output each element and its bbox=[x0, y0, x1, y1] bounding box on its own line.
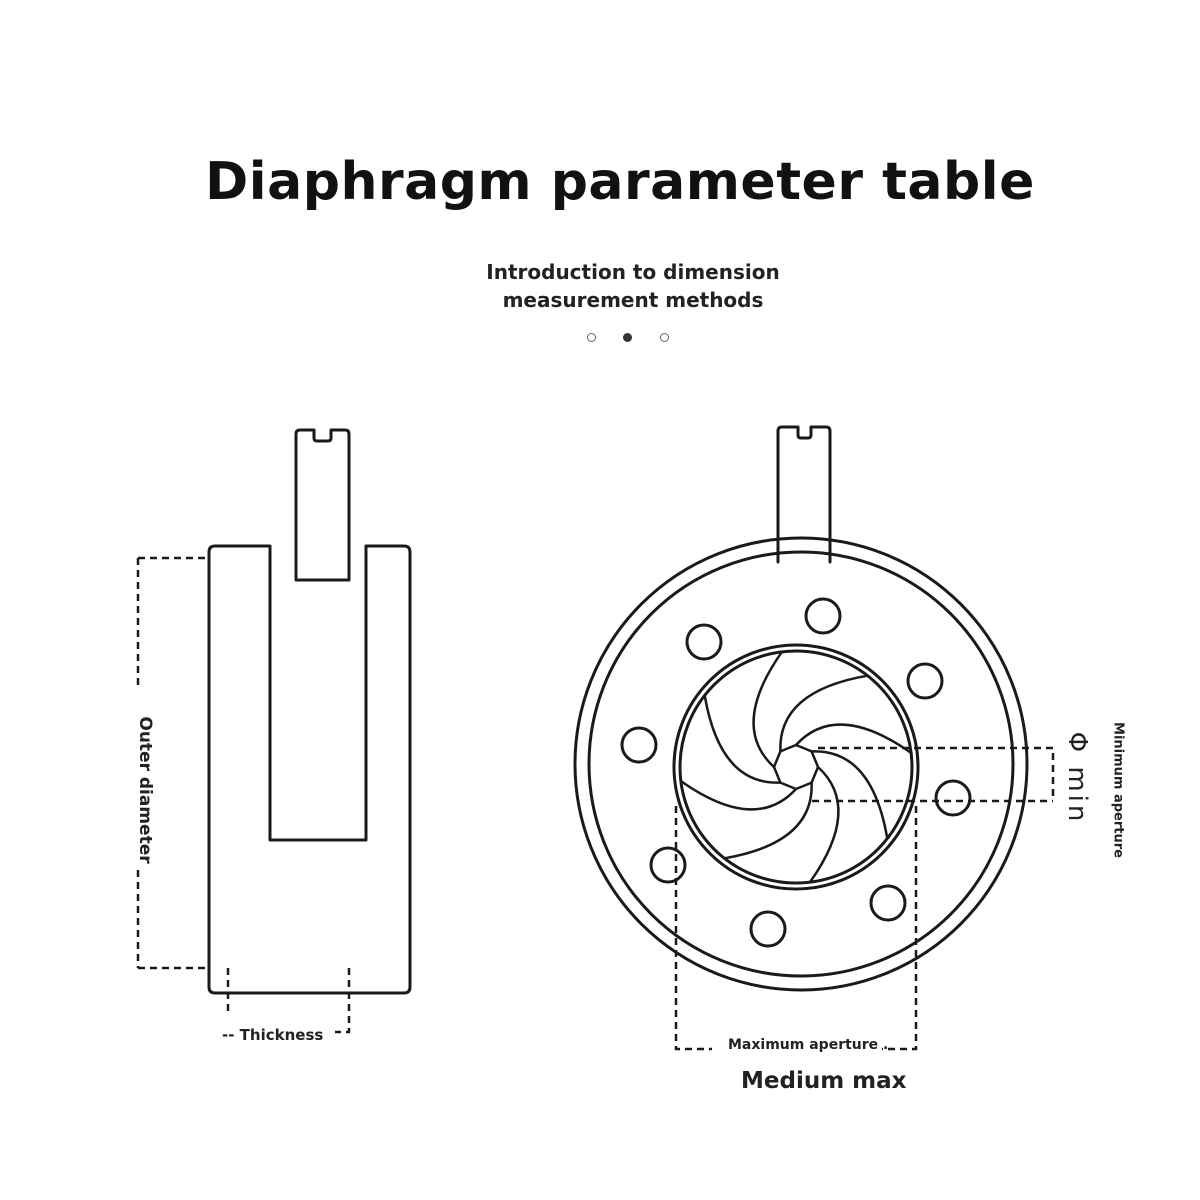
aperture-center-edge bbox=[772, 765, 782, 784]
flange-hole bbox=[620, 726, 658, 764]
aperture-blades bbox=[679, 650, 913, 884]
page-subtitle: Introduction to dimension measurement me… bbox=[486, 260, 780, 312]
aperture-center-edge bbox=[779, 743, 798, 753]
max-aperture-dimension-right bbox=[882, 806, 918, 1051]
aperture-blade bbox=[794, 723, 913, 755]
phi-min-label: Φ min bbox=[1062, 731, 1092, 825]
aperture-blade bbox=[723, 781, 813, 860]
aperture-center-edge bbox=[779, 781, 798, 791]
aperture-outer-ring bbox=[672, 643, 920, 891]
aperture-blade bbox=[810, 750, 889, 840]
flange-hole bbox=[649, 846, 687, 884]
aperture-center-edge bbox=[810, 750, 820, 769]
flange-hole bbox=[749, 910, 787, 948]
side-view-body bbox=[207, 544, 412, 995]
maximum-aperture-label: Maximum aperture . bbox=[728, 1037, 889, 1053]
pager-dot-1[interactable] bbox=[587, 333, 596, 342]
aperture-center-edge bbox=[772, 750, 782, 769]
pager-dots bbox=[585, 333, 675, 345]
flange-hole bbox=[906, 662, 944, 700]
min-aperture-dimension-top bbox=[818, 746, 1055, 800]
flange-hole bbox=[869, 884, 907, 922]
aperture-blade bbox=[808, 765, 840, 884]
front-view-inner-ring bbox=[587, 550, 1015, 978]
flange-hole bbox=[804, 597, 842, 635]
front-view-lever bbox=[776, 425, 832, 564]
minimum-aperture-label: Minimum aperture bbox=[1110, 722, 1126, 858]
page-title: Diaphragm parameter table bbox=[205, 152, 1035, 212]
front-view-outer-ring bbox=[573, 536, 1029, 992]
pager-dot-2[interactable] bbox=[623, 333, 632, 342]
aperture-center-edge bbox=[810, 765, 820, 784]
aperture-blade bbox=[679, 779, 798, 811]
aperture-blade bbox=[779, 674, 869, 753]
outer-diameter-label: Outer diameter bbox=[135, 716, 155, 864]
aperture-center-edge bbox=[794, 781, 813, 791]
pager-dot-3[interactable] bbox=[660, 333, 669, 342]
flange-hole bbox=[685, 623, 723, 661]
aperture-inner-ring bbox=[678, 649, 914, 885]
side-view-lever bbox=[294, 428, 351, 582]
flange-hole bbox=[934, 779, 972, 817]
thickness-dimension-right bbox=[335, 968, 351, 1034]
medium-max-label: Medium max bbox=[741, 1068, 907, 1094]
aperture-blade bbox=[752, 650, 784, 769]
thickness-label: -- Thickness bbox=[222, 1026, 324, 1044]
aperture-center-edge bbox=[794, 743, 813, 753]
aperture-blade bbox=[703, 694, 782, 784]
max-aperture-dimension-left bbox=[674, 806, 712, 1051]
